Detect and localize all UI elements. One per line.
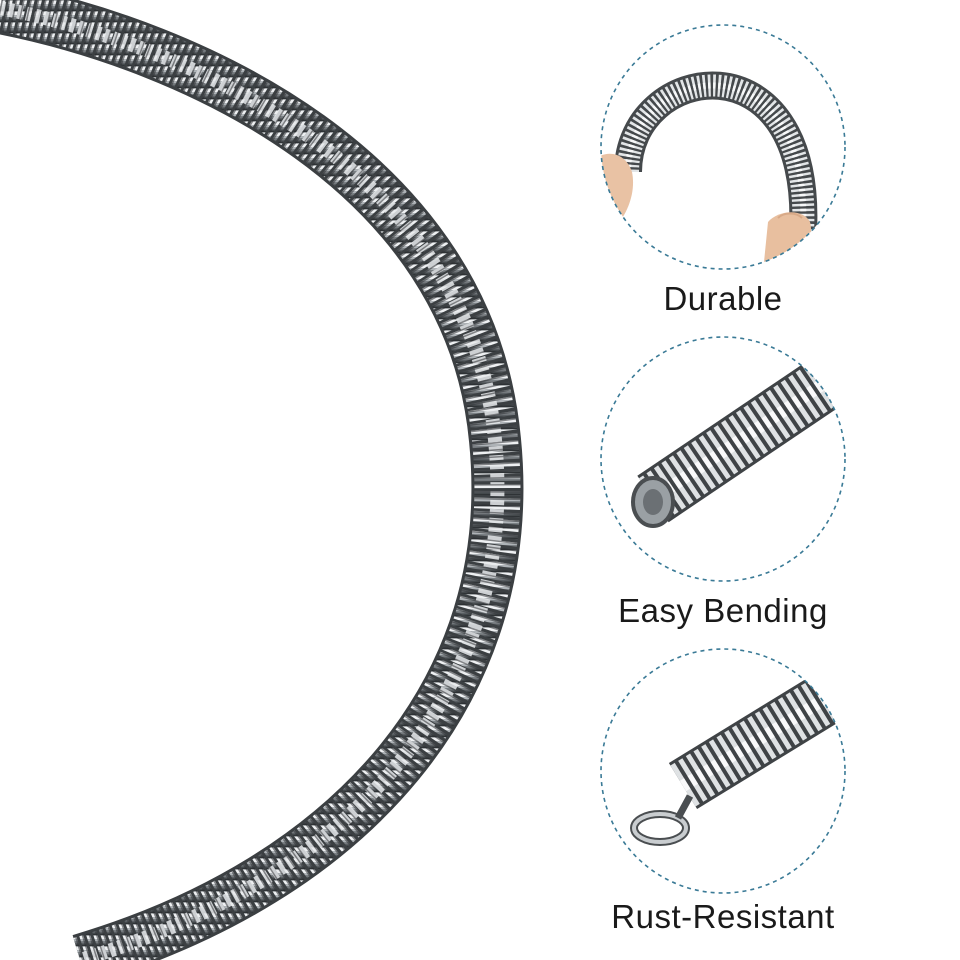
feature-label-durable: Durable — [663, 280, 783, 317]
main-spring-image — [0, 0, 524, 960]
rust-resistant-spring-image — [600, 648, 846, 894]
durable-spring-image — [600, 24, 846, 270]
easy-bending-spring-image — [600, 336, 846, 582]
feature-label-easy-bending: Easy Bending — [618, 592, 828, 629]
feature-label-rust-resistant: Rust-Resistant — [611, 898, 835, 935]
